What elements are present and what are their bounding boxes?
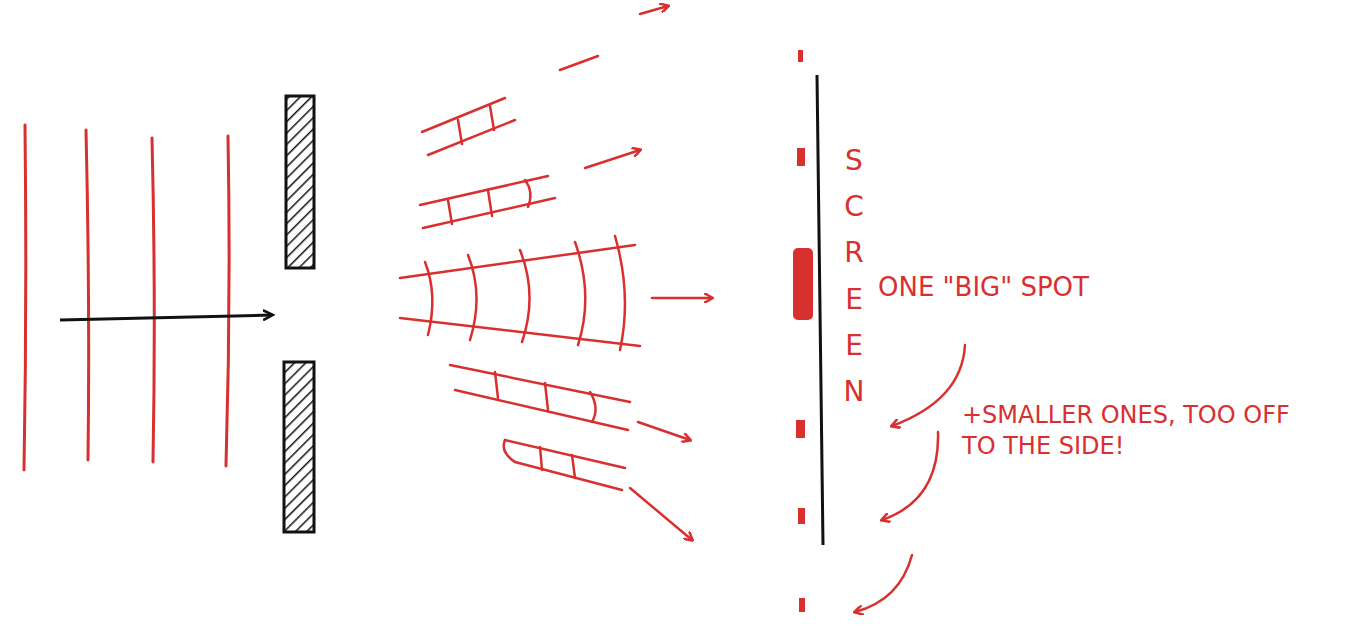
callout-arrows xyxy=(855,345,965,612)
screen-label: SCREEN xyxy=(840,138,868,415)
direction-arrow xyxy=(60,315,272,320)
screen-spots xyxy=(793,50,813,612)
slit-barrier xyxy=(284,96,314,532)
diffracted-beams xyxy=(400,6,712,540)
incoming-wavefronts xyxy=(24,125,229,470)
spot-note: ONE "BIG" SPOT xyxy=(878,272,1089,302)
side-spots-note: +SMALLER ONES, TOO OFF TO THE SIDE! xyxy=(962,400,1292,462)
screen-line xyxy=(817,75,823,545)
